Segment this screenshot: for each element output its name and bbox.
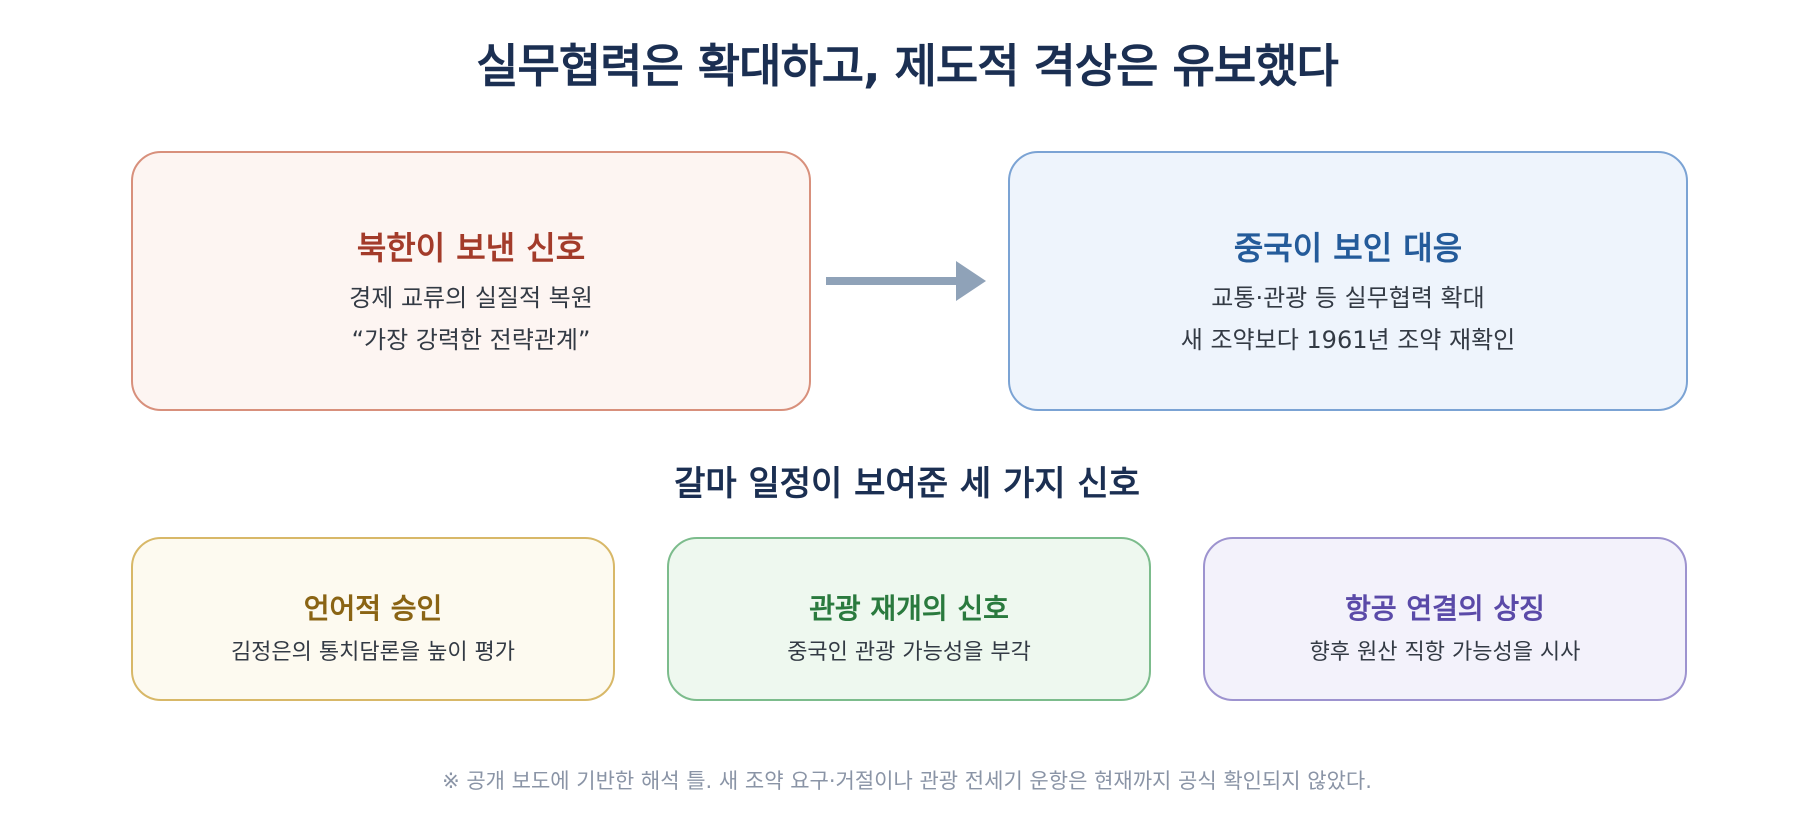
footnote: ※ 공개 보도에 기반한 해석 틀. 새 조약 요구·거절이나 관광 전세기 운…	[442, 769, 1372, 793]
north-korea-signal-heading: 북한이 보낸 신호	[356, 229, 586, 267]
signal-card-heading: 항공 연결의 상징	[1345, 592, 1545, 625]
arrow-right-icon	[826, 261, 986, 301]
signal-card-air-link: 항공 연결의 상징 향후 원산 직항 가능성을 시사	[1203, 537, 1687, 701]
signal-card-heading: 언어적 승인	[303, 592, 443, 625]
north-korea-signal-box: 북한이 보낸 신호 경제 교류의 실질적 복원 “가장 강력한 전략관계”	[131, 151, 811, 411]
china-response-line-2: 새 조약보다 1961년 조약 재확인	[1180, 326, 1516, 354]
north-korea-signal-line-2: “가장 강력한 전략관계”	[351, 326, 591, 354]
china-response-line-1: 교통·관광 등 실무협력 확대	[1211, 284, 1485, 312]
china-response-box: 중국이 보인 대응 교통·관광 등 실무협력 확대 새 조약보다 1961년 조…	[1008, 151, 1688, 411]
page-title: 실무협력은 확대하고, 제도적 격상은 유보했다	[476, 39, 1339, 93]
north-korea-signal-line-1: 경제 교류의 실질적 복원	[349, 284, 593, 312]
signal-card-heading: 관광 재개의 신호	[809, 592, 1009, 625]
signal-card-verbal-approval: 언어적 승인 김정은의 통치담론을 높이 평가	[131, 537, 615, 701]
china-response-heading: 중국이 보인 대응	[1233, 229, 1463, 267]
signal-card-tourism-resumption: 관광 재개의 신호 중국인 관광 가능성을 부각	[667, 537, 1151, 701]
signal-card-text: 김정은의 통치담론을 높이 평가	[230, 640, 516, 665]
signal-card-text: 중국인 관광 가능성을 부각	[787, 640, 1031, 665]
section-subtitle: 갈마 일정이 보여준 세 가지 신호	[674, 464, 1140, 504]
signal-card-text: 향후 원산 직항 가능성을 시사	[1309, 640, 1581, 665]
